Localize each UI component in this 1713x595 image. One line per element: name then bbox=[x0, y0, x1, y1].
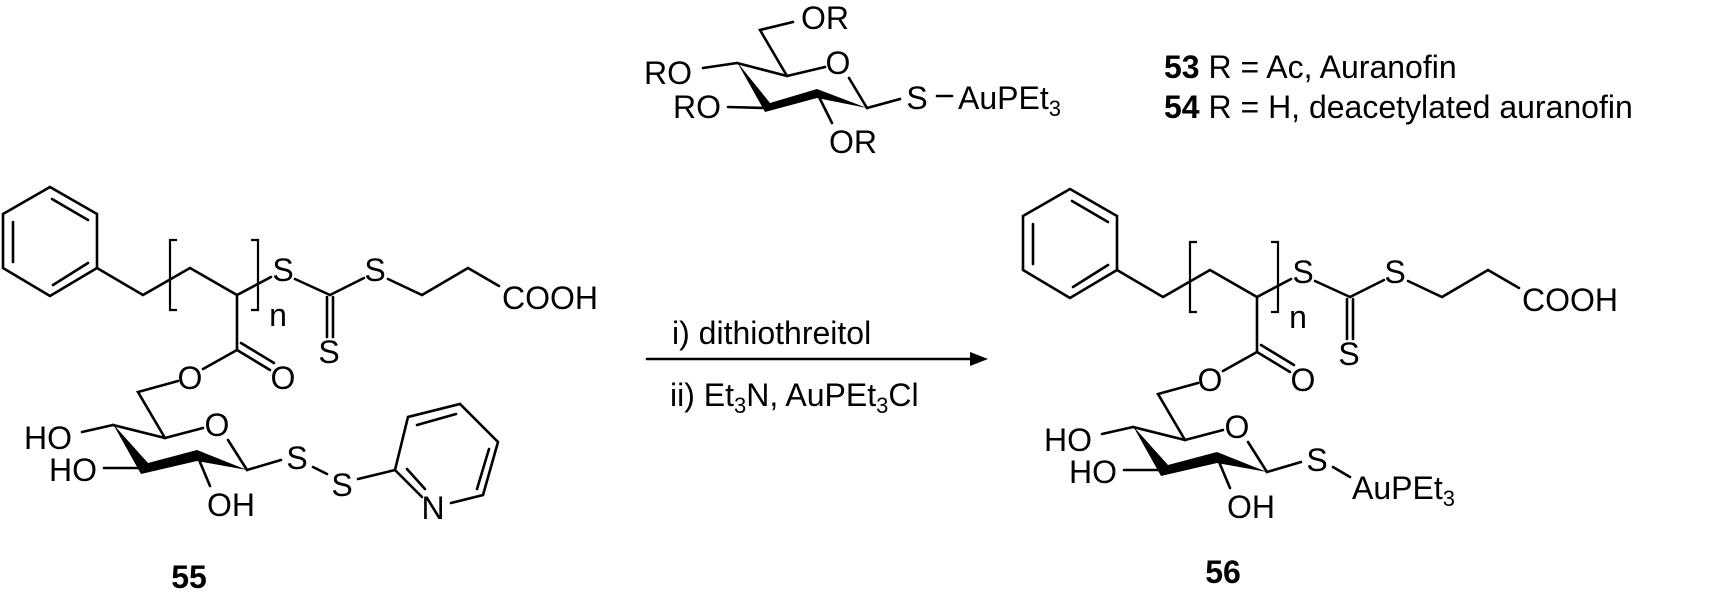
atom-ho: HO bbox=[1069, 454, 1117, 490]
atom-o-carbonyl: O bbox=[1291, 362, 1316, 398]
atom-or: OR bbox=[829, 124, 877, 160]
atom-s: S bbox=[286, 440, 307, 476]
atom-ho: HO bbox=[1044, 422, 1092, 458]
atom-o-carbonyl: O bbox=[271, 360, 296, 396]
atom-o-ring: O bbox=[205, 407, 230, 443]
atom-s: S bbox=[318, 334, 339, 370]
pyridine-ring bbox=[393, 402, 500, 505]
atom-oh: OH bbox=[1227, 489, 1275, 525]
repeat-n: n bbox=[1289, 299, 1307, 335]
atom-ho: HO bbox=[49, 452, 97, 488]
compound-label-55: 55 bbox=[171, 559, 207, 595]
atom-o-ester: O bbox=[1198, 362, 1223, 398]
atom-cooh: COOH bbox=[502, 280, 598, 316]
atom-s: S bbox=[1338, 336, 1359, 372]
legend-53: 53 R = Ac, Auranofin bbox=[1164, 49, 1457, 85]
reagent-step-2: ii) Et3N, AuPEt3Cl bbox=[670, 377, 919, 418]
atom-o-ester: O bbox=[178, 360, 203, 396]
compound-legend: 53 R = Ac, Auranofin 54 R = H, deacetyla… bbox=[1164, 49, 1633, 125]
atom-aupet3: AuPEt3 bbox=[958, 80, 1061, 121]
legend-54: 54 R = H, deacetylated auranofin bbox=[1164, 89, 1633, 125]
repeat-n: n bbox=[269, 297, 287, 333]
atom-s: S bbox=[272, 252, 293, 288]
atom-s: S bbox=[1306, 442, 1327, 478]
atom-or: OR bbox=[801, 0, 849, 36]
atom-ho: HO bbox=[24, 420, 72, 456]
reaction-arrow: i) dithiothreitol ii) Et3N, AuPEt3Cl bbox=[645, 315, 988, 418]
atom-n: N bbox=[421, 490, 444, 526]
compound-label-56: 56 bbox=[1205, 554, 1241, 590]
compound-56: S n S S COOH O O O HO HO OH S AuPEt3 56 bbox=[1021, 187, 1618, 590]
compound-55: S n S S COOH O O O HO HO OH S S N 55 bbox=[1, 185, 598, 595]
atom-s: S bbox=[364, 252, 385, 288]
atom-s: S bbox=[1384, 254, 1405, 290]
atom-s: S bbox=[906, 80, 927, 116]
atom-aupet3: AuPEt3 bbox=[1352, 470, 1455, 511]
atom-s: S bbox=[1292, 254, 1313, 290]
atom-s: S bbox=[331, 467, 352, 503]
atom-ro: RO bbox=[673, 89, 721, 125]
atom-cooh: COOH bbox=[1522, 282, 1618, 318]
atom-o-ring: O bbox=[826, 45, 851, 81]
auranofin-structure: OR O RO RO OR S AuPEt3 bbox=[644, 0, 1061, 160]
atom-o-ring: O bbox=[1225, 409, 1250, 445]
atom-ro: RO bbox=[644, 55, 692, 91]
atom-oh: OH bbox=[207, 487, 255, 523]
reagent-step-1: i) dithiothreitol bbox=[672, 315, 871, 351]
